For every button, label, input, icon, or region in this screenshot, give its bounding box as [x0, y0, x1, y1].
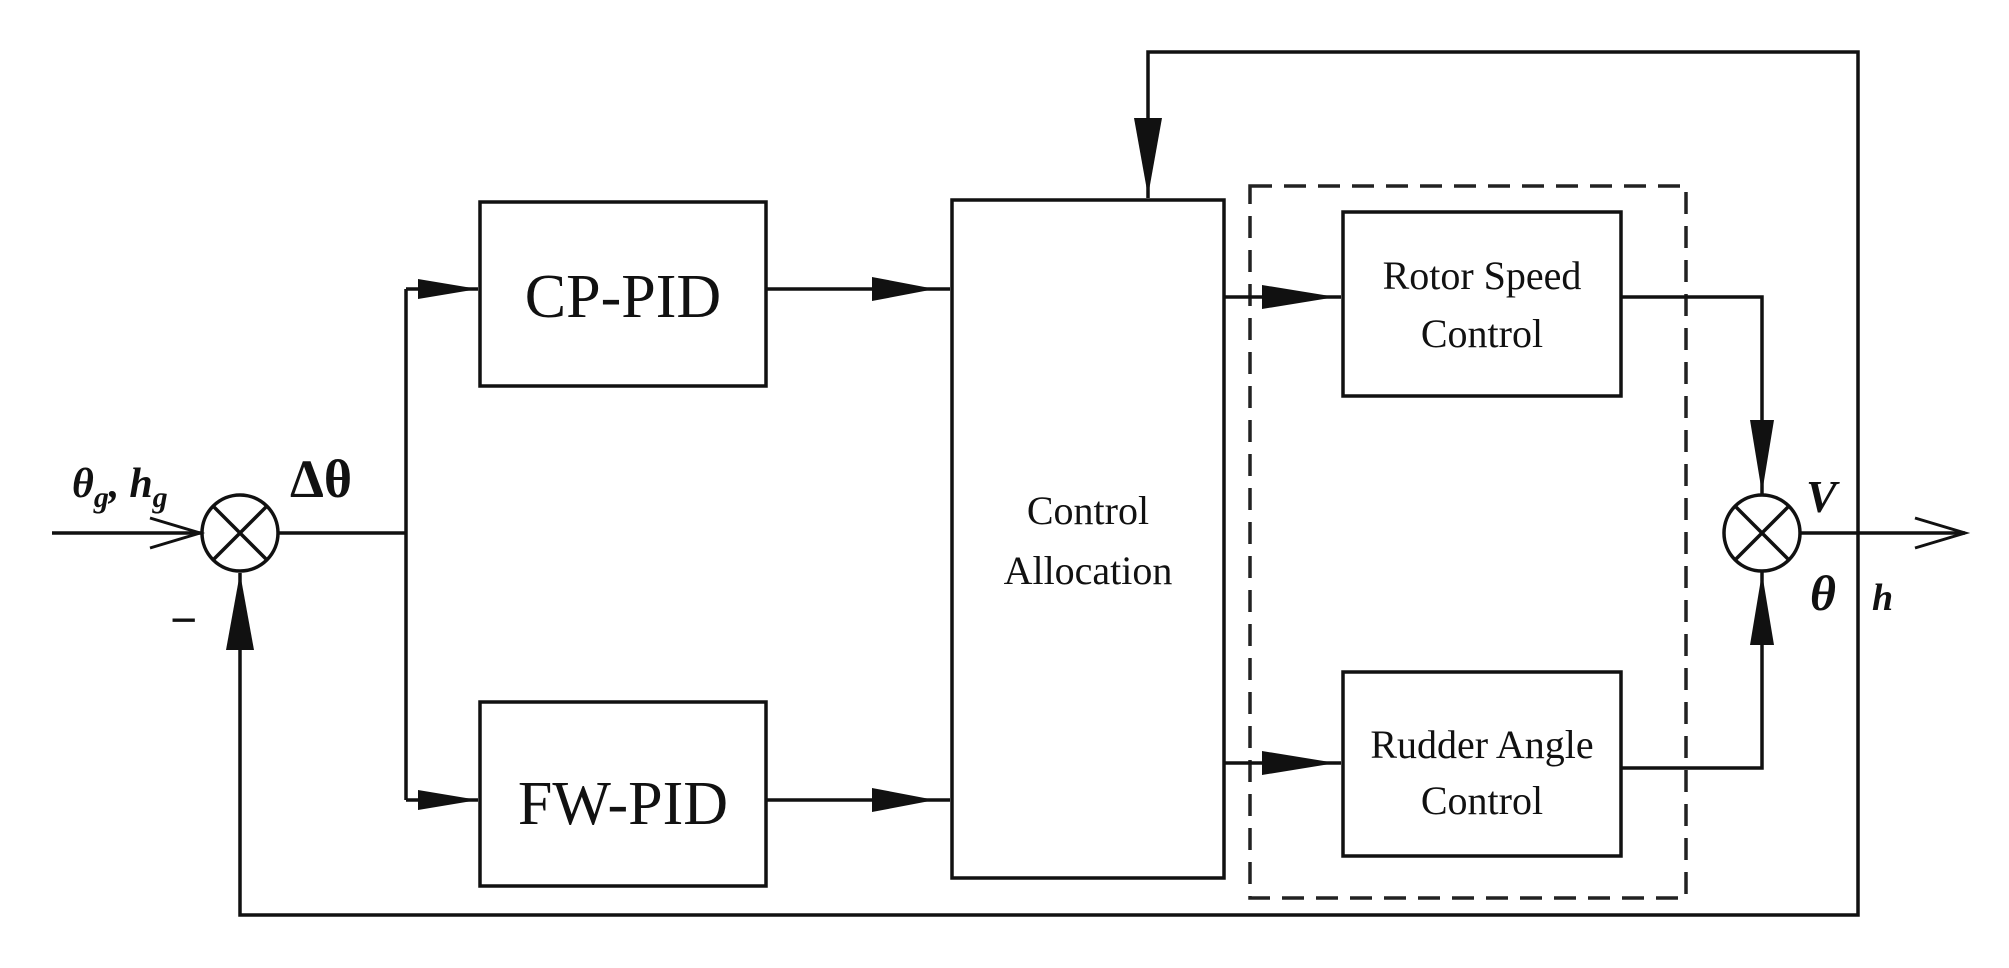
control-allocation-block: [950, 198, 1226, 880]
arrow-to-cp-pid: [418, 279, 478, 299]
system-output-arrow: [1914, 516, 1971, 550]
rudder-angle-control-block: [1341, 670, 1623, 858]
arrow-feedback-to-allocation: [1134, 118, 1162, 196]
output-summing-junction: [1722, 493, 1802, 573]
fw-pid-block: [478, 700, 768, 888]
input-summing-junction: [200, 493, 280, 573]
fw-pid-label: FW-PID: [518, 770, 728, 838]
rotor-speed-control-label-line2: Control: [1421, 311, 1543, 356]
negative-feedback-sign: −: [170, 594, 197, 647]
rotor-speed-control-block: [1341, 210, 1623, 398]
output-h-label: h: [1872, 577, 1893, 619]
actuator-group-dashed-box: [1248, 184, 1688, 900]
reference-input-arrow: [149, 516, 206, 550]
rotor-speed-control-label-line1: Rotor Speed: [1383, 253, 1582, 298]
arrow-cp-pid-mid: [872, 277, 935, 301]
arrow-to-fw-pid: [418, 790, 478, 810]
cp-pid-label: CP-PID: [525, 263, 721, 331]
arrow-rotor-into-junction: [1750, 420, 1774, 493]
reference-input-label: θg,hg: [72, 461, 168, 514]
rotor-output-line: [1621, 295, 1764, 495]
arrow-to-rudder-angle: [1262, 751, 1336, 775]
error-signal-label: Δθ: [290, 449, 352, 509]
rudder-angle-control-label-line2: Control: [1421, 778, 1543, 823]
feedback-to-input-line: [238, 533, 1860, 917]
rudder-output-line: [1621, 571, 1764, 770]
output-theta-label: θ: [1810, 565, 1836, 621]
control-allocation-label-line1: Control: [1027, 488, 1149, 533]
arrow-to-rotor-speed: [1262, 285, 1336, 309]
arrow-fw-pid-mid: [872, 788, 935, 812]
arrow-rudder-into-junction: [1750, 573, 1774, 645]
rudder-angle-control-label-line1: Rudder Angle: [1370, 722, 1593, 767]
arrow-feedback-to-input: [226, 573, 254, 650]
output-v-label: V: [1806, 471, 1840, 522]
cp-pid-block: [478, 200, 768, 388]
control-allocation-label-line2: Allocation: [1004, 548, 1173, 593]
